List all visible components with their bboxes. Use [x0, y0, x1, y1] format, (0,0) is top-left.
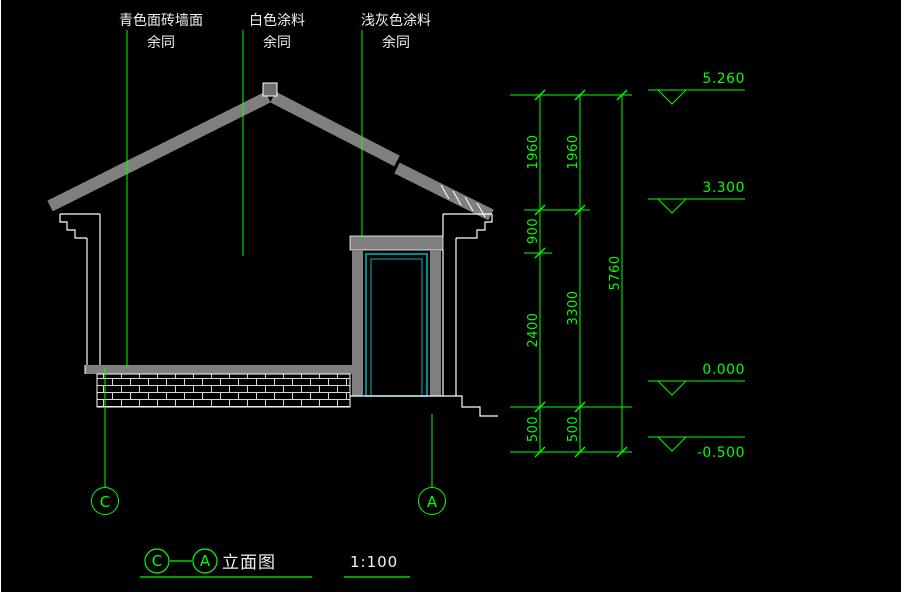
- dim-overall-5760: 5760: [608, 255, 623, 290]
- dimension-ticks: [534, 89, 628, 458]
- material-labels: 青色面砖墙面 余同 白色涂料 余同 浅灰色涂料 余同: [119, 12, 431, 51]
- entrance-steps: [443, 395, 498, 417]
- plinth-brick-hatch: [96, 373, 351, 408]
- elevation-value-eave: 3.300: [702, 180, 745, 196]
- title-bubble-from: [144, 548, 170, 574]
- axis-bubble-a: [418, 487, 446, 515]
- elevation-marker-floor: 0.000: [648, 362, 745, 396]
- elevation-value-ridge: 5.260: [702, 71, 745, 87]
- material-3-name: 浅灰色涂料: [361, 12, 431, 29]
- roof-left-slope: [47, 91, 271, 212]
- material-leaders: [126, 30, 363, 368]
- elevation-marker-eave: 3.300: [648, 180, 745, 214]
- drawing-title: 立面图: [222, 553, 276, 573]
- dimension-extension-lines: [510, 94, 632, 453]
- material-3-note: 余同: [382, 34, 410, 51]
- right-cornice: [443, 213, 493, 239]
- dim-inner-500: 500: [526, 416, 541, 442]
- elevation-marker-ground: -0.500: [648, 436, 745, 461]
- dim-inner-2400: 2400: [526, 312, 541, 347]
- dim-outer-500: 500: [566, 416, 581, 442]
- right-wall: [442, 213, 493, 396]
- axis-letter-a: A: [427, 493, 438, 511]
- title-bubble-to: [192, 548, 218, 574]
- dim-outer-1960: 1960: [566, 134, 581, 169]
- elevation-value-floor: 0.000: [702, 362, 745, 378]
- door-frame-left: [352, 250, 363, 396]
- dim-inner-1960: 1960: [526, 134, 541, 169]
- roof-porch-slope: [394, 162, 494, 221]
- material-2-note: 余同: [263, 34, 291, 51]
- elevation-value-ground: -0.500: [697, 445, 745, 461]
- elevation-marker-ridge: 5.260: [648, 71, 745, 105]
- axis-bubble-c: [91, 487, 119, 515]
- roof-right-slope: [270, 91, 400, 167]
- material-1-name: 青色面砖墙面: [119, 12, 203, 29]
- elevation-triangle-icon: [657, 89, 687, 105]
- door-frame-right: [430, 250, 441, 396]
- title-block: C A 立面图 1:100: [140, 548, 410, 578]
- elevation-triangle-icon: [657, 436, 687, 452]
- material-1-note: 余同: [147, 34, 175, 51]
- drawing-scale: 1:100: [350, 553, 398, 571]
- door-lintel: [349, 235, 444, 251]
- roof-end-hatch: [440, 184, 486, 218]
- elevation-triangle-icon: [657, 198, 687, 214]
- dim-outer-3300: 3300: [566, 290, 581, 325]
- left-wall: [59, 213, 101, 365]
- door-panel-inner: [370, 258, 423, 397]
- material-2-name: 白色涂料: [249, 12, 305, 29]
- axis-letter-c: C: [100, 493, 110, 511]
- roof-slopes: [47, 91, 494, 221]
- elevation-triangle-icon: [657, 380, 687, 396]
- floor-slab: [85, 365, 356, 374]
- title-axis-from: C: [152, 552, 162, 570]
- title-axis-to: A: [200, 552, 211, 570]
- dim-inner-900: 900: [526, 218, 541, 244]
- door-panel-outer: [365, 253, 428, 397]
- axis-grid-c: C: [91, 368, 119, 515]
- dimension-labels: 1960 900 2400 500 1960 3300 500 5760: [526, 134, 623, 442]
- left-cornice: [59, 213, 100, 239]
- dimension-chain-lines: [539, 95, 623, 452]
- axis-grid-a: A: [418, 414, 446, 515]
- elevation-markers: 5.260 3.300 0.000 -0.500: [648, 71, 745, 461]
- ridge-cap: [262, 82, 278, 97]
